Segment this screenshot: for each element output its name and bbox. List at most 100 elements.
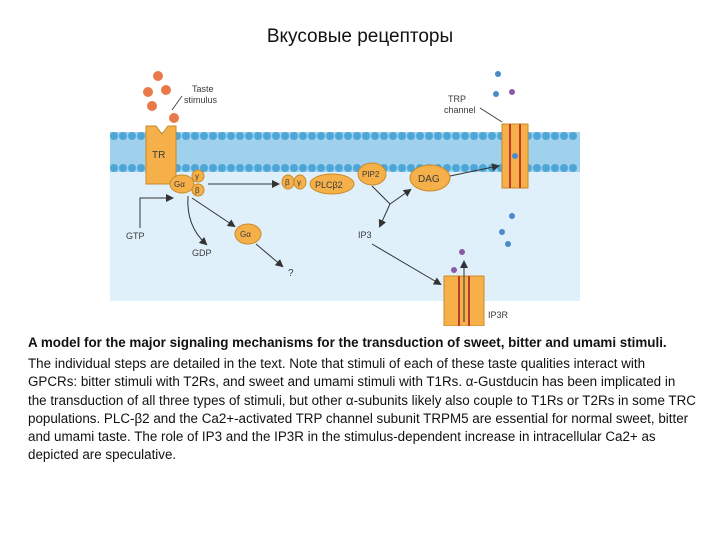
lipid-head — [119, 132, 127, 140]
lipid-head — [560, 164, 568, 172]
taste-stimulus-ligands — [143, 71, 179, 123]
figure-caption: A model for the major signaling mechanis… — [28, 334, 696, 464]
lipid-head — [443, 132, 451, 140]
lipid-head — [380, 132, 388, 140]
lipid-head — [254, 164, 262, 172]
svg-text:Gα: Gα — [174, 180, 185, 189]
lipid-head — [407, 132, 415, 140]
gtp-arrow — [139, 194, 174, 228]
lipid-head — [191, 132, 199, 140]
lipid-head — [470, 164, 478, 172]
lipid-head — [335, 132, 343, 140]
lipid-head — [218, 164, 226, 172]
lipid-head — [290, 164, 298, 172]
g-protein-gamma: γ — [191, 169, 205, 183]
lipid-head — [236, 132, 244, 140]
lipid-head — [470, 132, 478, 140]
lipid-head — [245, 164, 253, 172]
lipid-head — [479, 164, 487, 172]
g-protein-alpha: Gα — [169, 174, 195, 194]
lipid-head — [533, 132, 541, 140]
lipid-head — [317, 164, 325, 172]
pip2: PIP2 — [357, 162, 387, 186]
lipid-head — [425, 132, 433, 140]
slide-title: Вкусовые рецепторы — [266, 26, 454, 47]
lipid-head — [209, 132, 217, 140]
stimulus-pointer — [171, 95, 183, 111]
svg-text:Gα: Gα — [240, 230, 251, 239]
lipid-head — [254, 132, 262, 140]
ions — [451, 71, 515, 273]
lipid-head — [110, 132, 118, 140]
lipid-head — [326, 132, 334, 140]
lipid-head — [416, 132, 424, 140]
lipid-head — [200, 132, 208, 140]
dag: DAG — [409, 164, 451, 192]
lipid-head — [128, 132, 136, 140]
lipid-head — [461, 164, 469, 172]
lipid-head — [551, 132, 559, 140]
taste-receptor: TR — [145, 125, 177, 185]
plc-beta2: PLCβ2 — [309, 173, 355, 195]
lipid-head — [389, 132, 397, 140]
caption-body: The individual steps are detailed in the… — [28, 356, 696, 463]
lipid-head — [488, 132, 496, 140]
lipid-head — [245, 132, 253, 140]
g-alpha-free: Gα — [234, 223, 262, 245]
lipid-head — [308, 132, 316, 140]
lipid-head — [533, 164, 541, 172]
lipid-head — [209, 164, 217, 172]
lipid-head — [542, 164, 550, 172]
svg-text:β: β — [285, 178, 290, 187]
lipid-head — [353, 132, 361, 140]
taste-stimulus-label-1: Taste — [192, 84, 214, 94]
lipid-head — [434, 132, 442, 140]
svg-text:β: β — [195, 186, 200, 195]
ip3-to-ip3r-arrow — [371, 243, 442, 286]
lipid-head — [272, 132, 280, 140]
ip3-label: IP3 — [358, 230, 372, 240]
trp-label-1: TRP — [448, 94, 466, 104]
ip3-arrow-down — [378, 203, 391, 228]
lipid-head — [560, 132, 568, 140]
gtp-label: GTP — [126, 231, 145, 241]
lipid-head — [326, 164, 334, 172]
lipid-head — [281, 164, 289, 172]
lipid-head — [452, 164, 460, 172]
trp-label-2: channel — [444, 105, 476, 115]
lipid-head — [389, 164, 397, 172]
lipid-head — [335, 164, 343, 172]
lipid-head — [137, 164, 145, 172]
lipid-head — [452, 132, 460, 140]
lipid-head — [200, 164, 208, 172]
lipid-head — [227, 164, 235, 172]
tr-label: TR — [152, 150, 165, 161]
lipid-head — [569, 164, 577, 172]
lipid-head — [317, 132, 325, 140]
svg-text:PIP2: PIP2 — [362, 170, 380, 179]
svg-text:PLCβ2: PLCβ2 — [315, 180, 343, 190]
lipid-head — [182, 164, 190, 172]
svg-text:DAG: DAG — [418, 174, 440, 185]
caption-heading: A model for the major signaling mechanis… — [28, 335, 667, 350]
ip3r-label: IP3R — [488, 310, 509, 320]
lipid-head — [569, 132, 577, 140]
lipid-head — [137, 132, 145, 140]
lipid-head — [272, 164, 280, 172]
lipid-head — [398, 132, 406, 140]
g-protein-beta: β — [191, 183, 205, 197]
question-arrow — [255, 243, 284, 268]
lipid-head — [551, 164, 559, 172]
lipid-head — [344, 164, 352, 172]
lipid-head — [371, 132, 379, 140]
lipid-head — [344, 132, 352, 140]
dag-to-trp-arrow — [449, 163, 500, 177]
lipid-head — [128, 164, 136, 172]
gdp-label: GDP — [192, 248, 212, 258]
lipid-head — [227, 132, 235, 140]
taste-stimulus-label-2: stimulus — [184, 95, 218, 105]
signaling-diagram: Taste stimulus TR Gα γ β β γ PLCβ2 PIP2 … — [110, 71, 580, 326]
question-label: ? — [288, 268, 294, 279]
g-alpha-arrow — [191, 197, 236, 228]
lipid-head — [290, 132, 298, 140]
